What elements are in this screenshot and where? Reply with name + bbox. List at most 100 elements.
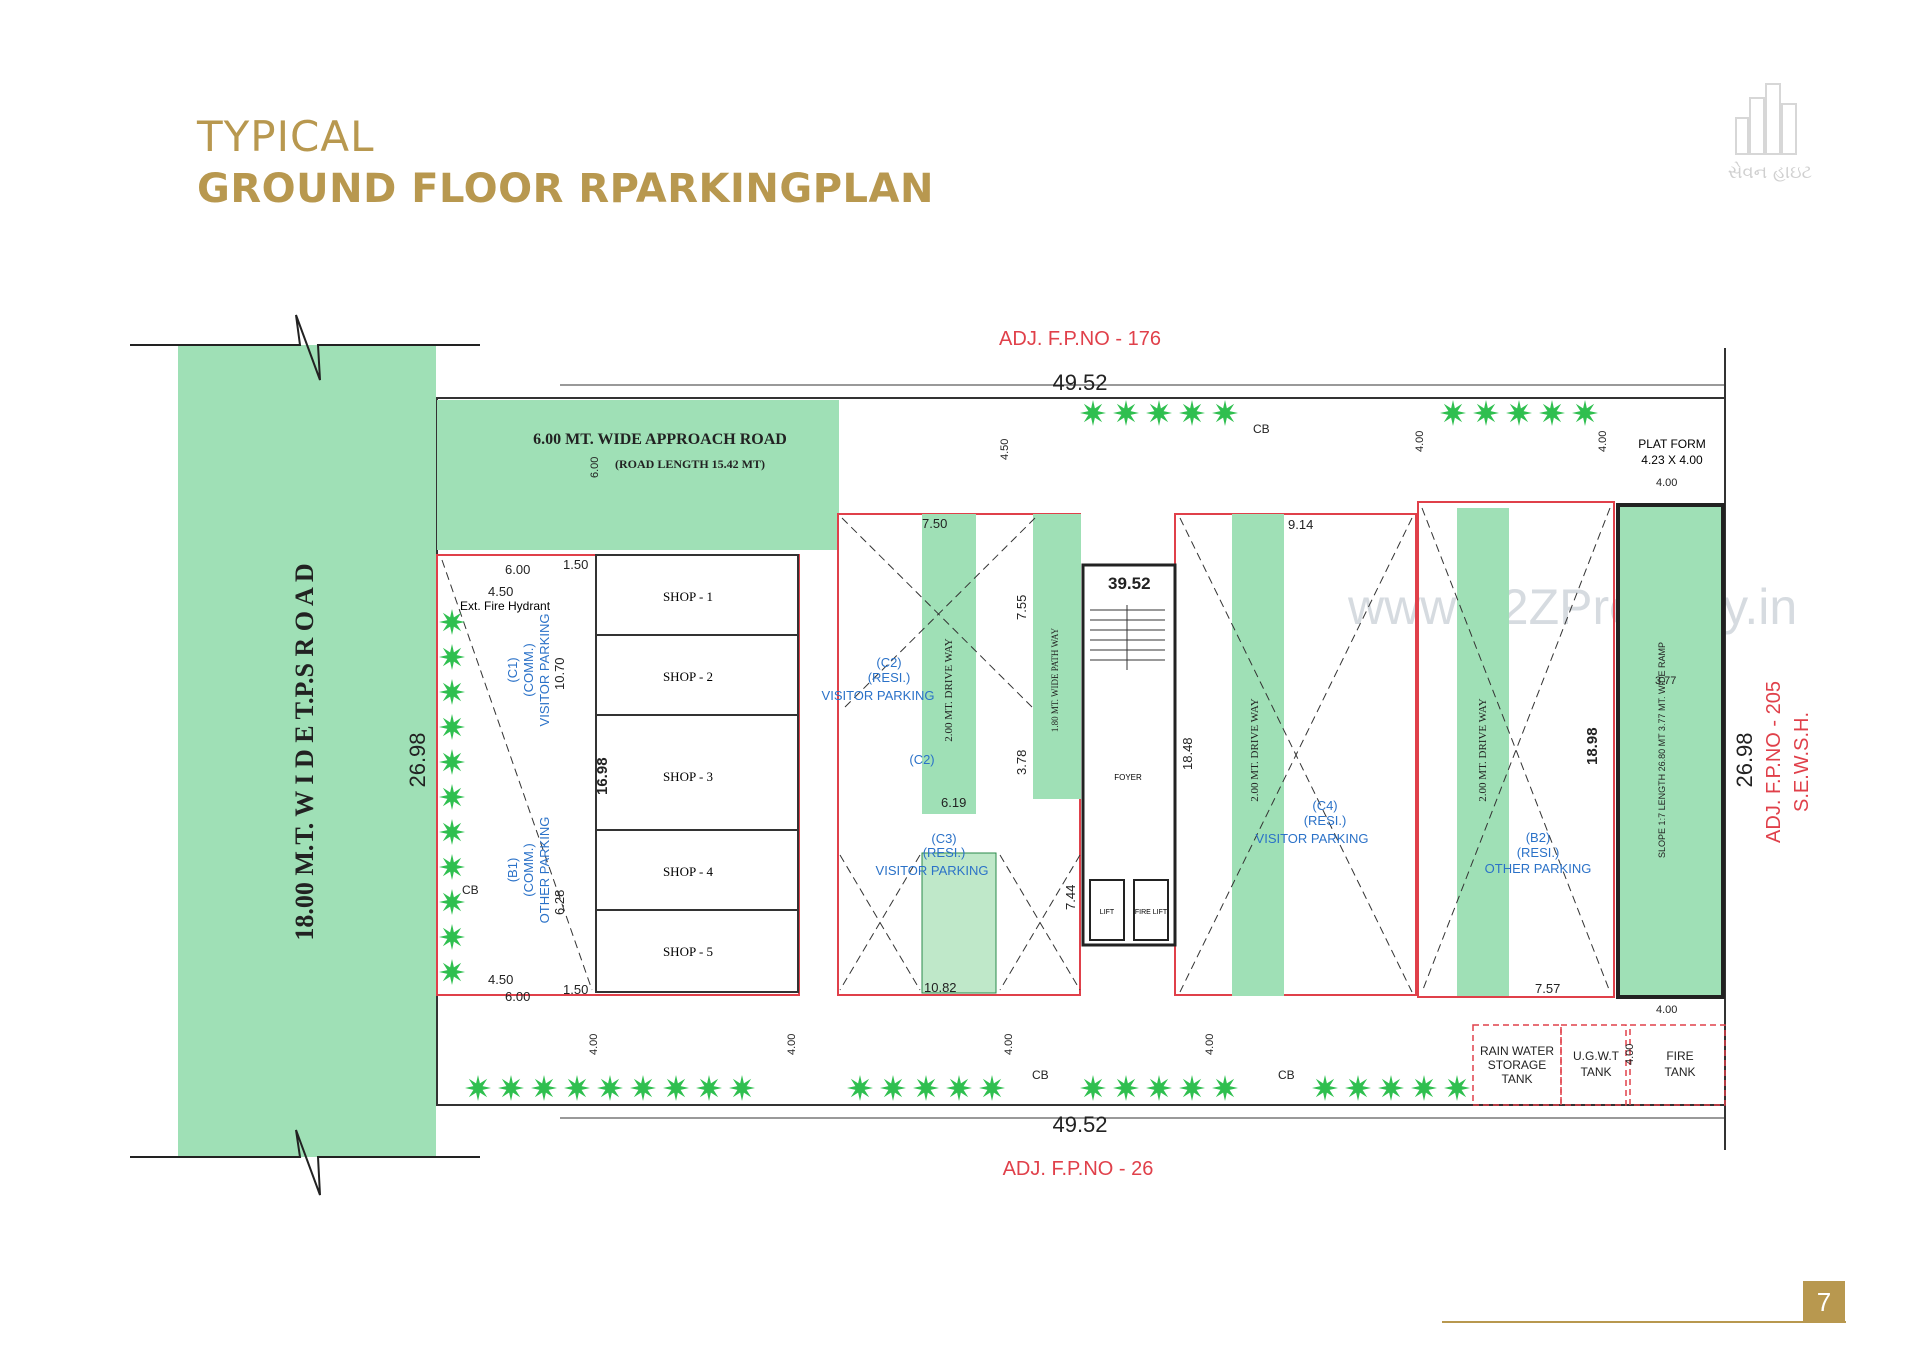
platform-label: PLAT FORM — [1638, 437, 1706, 451]
drive-way-1: 2.00 MT. DRIVE WAY — [943, 638, 955, 741]
dim-744: 7.44 — [1063, 885, 1078, 910]
c1-id: (C1) — [505, 657, 520, 682]
cb-bottom-2: CB — [1278, 1068, 1295, 1082]
c1-type: (COMM.) — [521, 643, 536, 696]
cb-bottom-1: CB — [1032, 1068, 1049, 1082]
tree-icon — [1539, 400, 1565, 426]
dim-4-top-1: 4.00 — [1414, 431, 1426, 452]
tree-icon — [439, 819, 465, 845]
logo-text: સેવન હાઇટ — [1728, 162, 1812, 183]
ugwt-2: TANK — [1580, 1065, 1611, 1079]
tree-icon — [880, 1075, 906, 1101]
lift-label: LIFT — [1100, 909, 1115, 916]
dim-755: 7.55 — [1014, 595, 1029, 620]
tree-icon — [439, 749, 465, 775]
b1-type: (COMM.) — [521, 843, 536, 896]
tree-icon — [1146, 400, 1172, 426]
b2-type: (RESI.) — [1517, 845, 1560, 860]
tree-icon — [1444, 1075, 1470, 1101]
width-top: 49.52 — [1052, 370, 1107, 395]
tree-icon — [439, 679, 465, 705]
tree-icon — [1312, 1075, 1338, 1101]
dim-628: 6.28 — [552, 890, 567, 915]
tree-icon — [1113, 1075, 1139, 1101]
b1-name: OTHER PARKING — [537, 817, 552, 924]
dim-1898: 18.98 — [1584, 727, 1601, 765]
tree-icon — [979, 1075, 1005, 1101]
drive-diagonals — [441, 507, 1611, 993]
c2-name: VISITOR PARKING — [822, 688, 935, 703]
dim-3952: 39.52 — [1108, 574, 1151, 593]
c2-type: (RESI.) — [868, 670, 911, 685]
shop-4: SHOP - 4 — [663, 864, 714, 879]
tree-icon — [531, 1075, 557, 1101]
tree-icon — [439, 784, 465, 810]
dim-150-top: 1.50 — [563, 557, 588, 572]
rain-water-1: RAIN WATER — [1480, 1044, 1554, 1058]
shop-3: SHOP - 3 — [663, 769, 713, 784]
tree-rows — [439, 400, 1598, 1101]
tree-icon — [630, 1075, 656, 1101]
tree-icon — [1212, 1075, 1238, 1101]
adj-top: ADJ. F.P.NO - 176 — [999, 328, 1161, 350]
ramp-label: SLOPE 1:7 LENGTH 26.80 MT 3.77 MT. WIDE … — [1657, 642, 1667, 858]
tree-icon — [439, 714, 465, 740]
tree-icon — [439, 959, 465, 985]
tree-icon — [1146, 1075, 1172, 1101]
tree-icon — [1080, 400, 1106, 426]
depth-left: 26.98 — [405, 732, 430, 787]
tree-icon — [663, 1075, 689, 1101]
dim-914: 9.14 — [1288, 517, 1313, 532]
drive-way-strips — [922, 505, 1723, 997]
fire-tank-1: FIRE — [1666, 1049, 1693, 1063]
shop-2: SHOP - 2 — [663, 669, 713, 684]
approach-road — [437, 400, 839, 550]
tree-icon — [1179, 400, 1205, 426]
cb-left: CB — [462, 883, 479, 897]
drive-way-3: 2.00 MT. DRIVE WAY — [1477, 698, 1489, 801]
fire-lift-label: FIRE LIFT — [1135, 909, 1168, 916]
c4-id: (C4) — [1312, 798, 1337, 813]
shops-block — [595, 554, 799, 993]
c4-name: VISITOR PARKING — [1256, 831, 1369, 846]
road-length-label: (ROAD LENGTH 15.42 MT) — [615, 457, 765, 471]
tree-icon — [1179, 1075, 1205, 1101]
dim-1698: 16.98 — [594, 757, 611, 795]
rain-water-3: TANK — [1501, 1072, 1532, 1086]
c2-id: (C2) — [876, 655, 901, 670]
dim-377: 3.77 — [1655, 675, 1676, 687]
dim-1848: 18.48 — [1180, 737, 1195, 770]
dim-4-bottom-5: 4.00 — [1624, 1044, 1636, 1065]
tree-icon — [1572, 400, 1598, 426]
tree-icon — [847, 1075, 873, 1101]
b2-name: OTHER PARKING — [1485, 861, 1592, 876]
tree-icon — [498, 1075, 524, 1101]
dim-6-top: 6.00 — [505, 562, 530, 577]
tree-icon — [564, 1075, 590, 1101]
dim-450-approach: 4.50 — [999, 439, 1011, 460]
rain-water-2: STORAGE — [1488, 1058, 1546, 1072]
path-way: 1.80 MT. WIDE PATH WAY — [1050, 627, 1060, 732]
tree-icon — [946, 1075, 972, 1101]
tps-road — [178, 345, 436, 1157]
tree-icon — [1473, 400, 1499, 426]
dim-4-platform: 4.00 — [1656, 477, 1677, 489]
tree-icon — [1506, 400, 1532, 426]
tree-icon — [439, 889, 465, 915]
tree-icon — [1212, 400, 1238, 426]
dim-450-bottom: 4.50 — [488, 972, 513, 987]
c2b-id: (C2) — [909, 752, 934, 767]
dim-600-road: 6.00 — [589, 457, 601, 478]
tree-icon — [913, 1075, 939, 1101]
dimension-labels: 6.00 1.50 4.50 6.00 1.50 4.50 10.70 6.28… — [488, 431, 1677, 1065]
tree-icon — [465, 1075, 491, 1101]
tanks — [1472, 1024, 1726, 1106]
lift — [1089, 879, 1125, 941]
tree-icon — [1345, 1075, 1371, 1101]
c3-name: VISITOR PARKING — [876, 863, 989, 878]
foyer-label: FOYER — [1114, 773, 1142, 782]
tree-icon — [1378, 1075, 1404, 1101]
title-line-1: TYPICAL — [197, 112, 375, 161]
dim-1082: 10.82 — [924, 980, 957, 995]
